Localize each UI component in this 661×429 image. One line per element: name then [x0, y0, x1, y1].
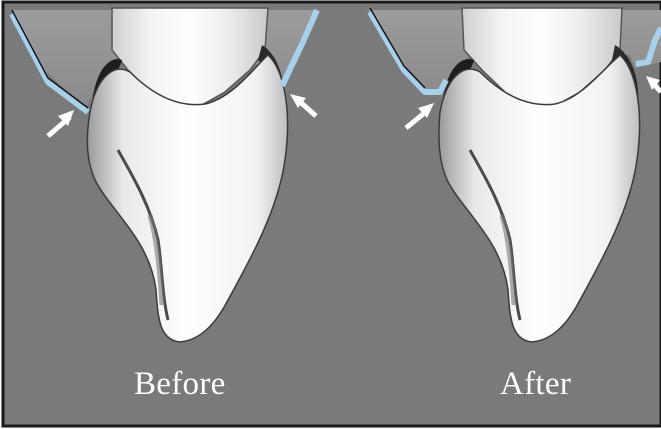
after-caption: After — [500, 366, 571, 403]
before-caption: Before — [134, 366, 226, 403]
